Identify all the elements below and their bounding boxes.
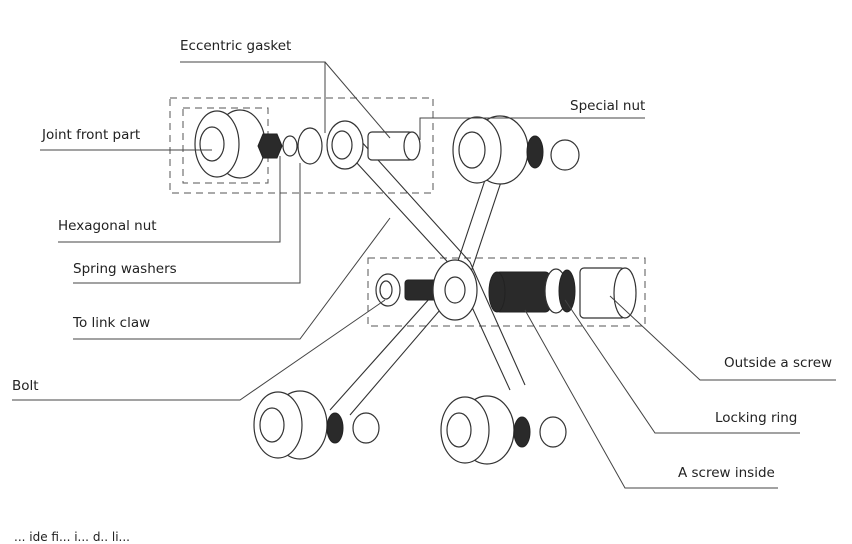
label-hexagonal-nut: Hexagonal nut xyxy=(58,218,157,234)
locking-ring-graphic xyxy=(544,268,576,314)
bottom-left-fitting xyxy=(253,390,380,460)
leader-lines xyxy=(12,61,836,489)
leader-outside-a-screw xyxy=(609,295,836,381)
label-outside-a-screw: Outside a screw xyxy=(724,355,833,371)
label-to-link-claw: To link claw xyxy=(73,315,151,331)
eccentric-gasket-graphic xyxy=(326,120,364,170)
label-joint-front-part: Joint front part xyxy=(42,127,141,143)
spring-washers-graphic xyxy=(282,127,323,165)
label-locking-ring: Locking ring xyxy=(715,410,798,426)
outside-screw-graphic xyxy=(579,267,637,319)
label-a-screw-inside: A screw inside xyxy=(678,465,775,481)
leader-special-nut xyxy=(419,117,645,140)
bolt-assembly-dashed-box xyxy=(367,257,646,327)
center-hub-graphic xyxy=(432,259,478,321)
joint-front-part-graphic xyxy=(194,109,266,179)
top-right-fitting xyxy=(452,115,580,185)
leader-spring-washers xyxy=(73,163,301,284)
hexagonal-nut-graphic xyxy=(257,133,283,159)
leader-a-screw-inside xyxy=(524,309,778,489)
label-eccentric-gasket: Eccentric gasket xyxy=(180,38,292,54)
footer-caption-cropped: ... ide fi... i... d.. li... xyxy=(14,530,130,544)
bottom-right-fitting xyxy=(440,395,567,465)
screw-inside-graphic xyxy=(488,271,551,313)
leader-bolt xyxy=(12,299,386,401)
bolt-graphic xyxy=(375,273,439,307)
leader-to-link-claw xyxy=(73,217,391,340)
leader-eccentric-gasket-diagonal xyxy=(324,61,391,139)
leader-locking-ring xyxy=(564,299,800,434)
leader-hexagonal-nut xyxy=(58,156,281,243)
special-nut-graphic xyxy=(367,131,421,161)
label-special-nut: Special nut xyxy=(570,98,646,114)
label-spring-washers: Spring washers xyxy=(73,261,177,277)
label-bolt: Bolt xyxy=(12,378,39,394)
